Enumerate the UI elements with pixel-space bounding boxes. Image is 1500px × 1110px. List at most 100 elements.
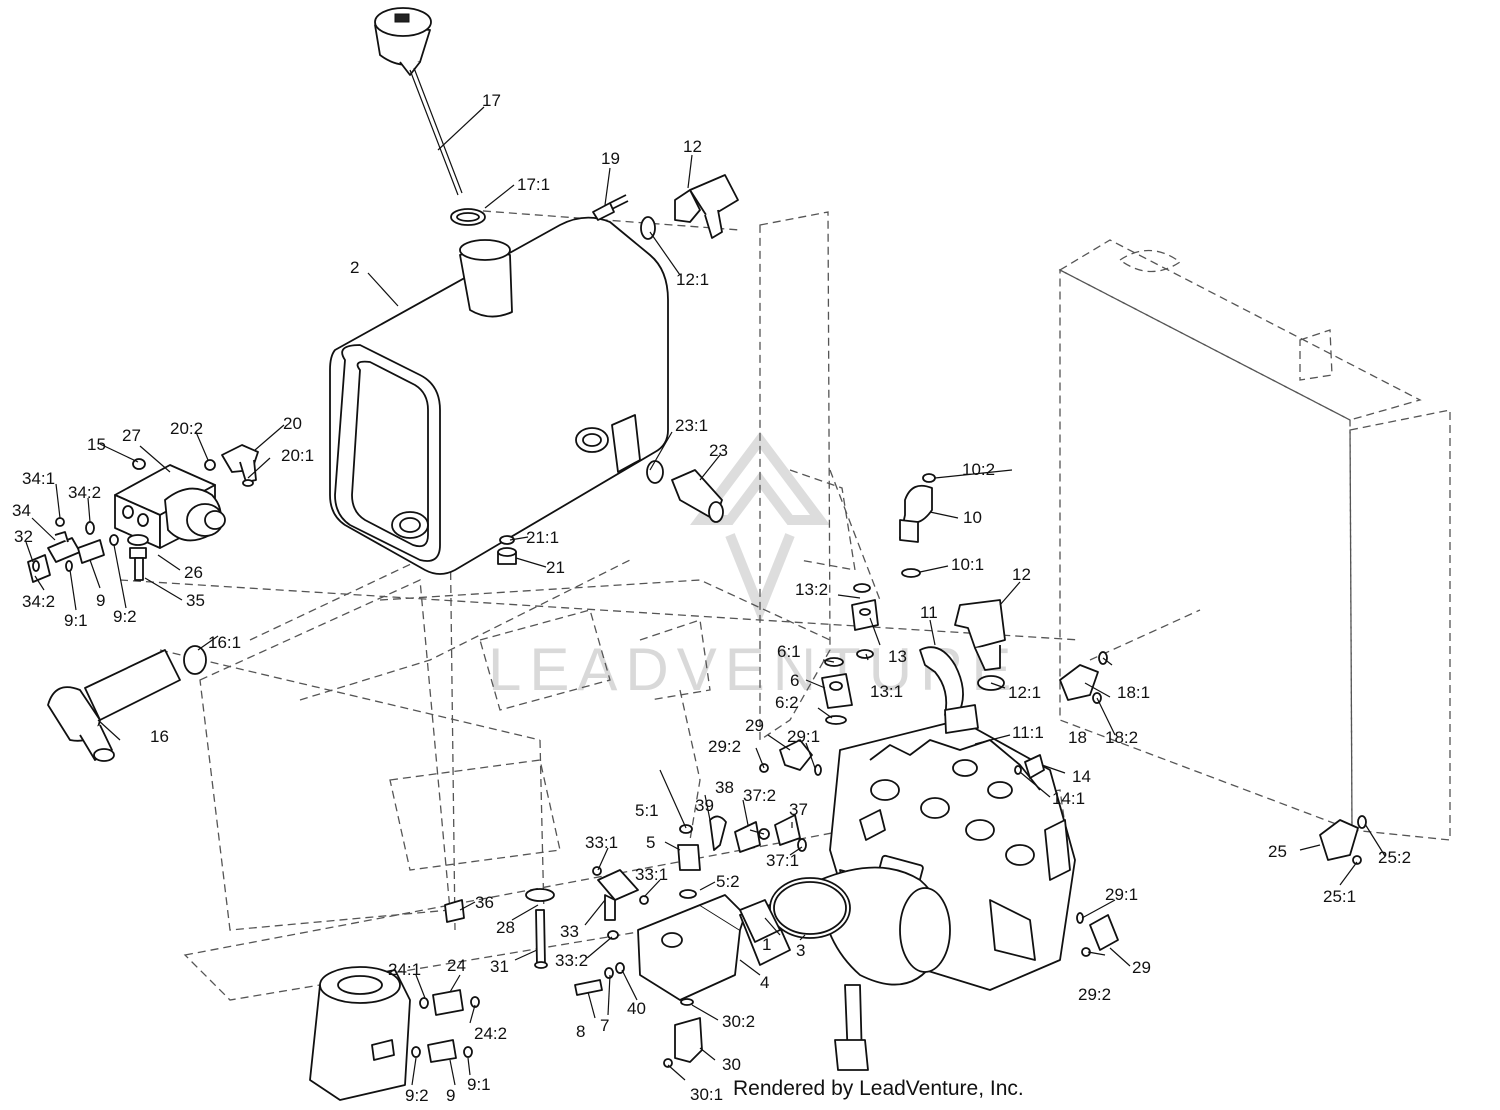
callout-13-1: 13:1 bbox=[870, 682, 903, 701]
upper-fittings bbox=[821, 473, 1006, 734]
bolts bbox=[444, 888, 555, 969]
callout-15: 15 bbox=[87, 435, 106, 454]
callout-30-1: 30:1 bbox=[690, 1085, 723, 1104]
callout-23: 23 bbox=[709, 441, 728, 460]
callout-35: 35 bbox=[186, 591, 205, 610]
callout-10: 10 bbox=[963, 508, 982, 527]
callout-38: 38 bbox=[715, 778, 734, 797]
callout-32: 32 bbox=[14, 527, 33, 546]
callout-20-2: 20:2 bbox=[170, 419, 203, 438]
callout-24-1: 24:1 bbox=[388, 960, 421, 979]
callout-39: 39 bbox=[695, 796, 714, 815]
callout-29-left: 29 bbox=[745, 716, 764, 735]
callout-5: 5 bbox=[646, 833, 655, 852]
callout-27: 27 bbox=[122, 426, 141, 445]
elbow-25 bbox=[1319, 815, 1367, 865]
callout-37-2: 37:2 bbox=[743, 786, 776, 805]
callout-37: 37 bbox=[789, 800, 808, 819]
callout-16-1: 16:1 bbox=[208, 633, 241, 652]
callout-12-1-top: 12:1 bbox=[676, 270, 709, 289]
callout-9-2-top: 9:2 bbox=[113, 607, 137, 626]
callout-30-2: 30:2 bbox=[722, 1012, 755, 1031]
leader-lines bbox=[25, 106, 1386, 1086]
callout-37-1: 37:1 bbox=[766, 851, 799, 870]
middle-fittings bbox=[677, 814, 807, 899]
callout-17-1: 17:1 bbox=[517, 175, 550, 194]
callout-14: 14 bbox=[1072, 767, 1091, 786]
breather-and-sensor bbox=[592, 174, 739, 240]
callout-12-1-right: 12:1 bbox=[1008, 683, 1041, 702]
callout-25: 25 bbox=[1268, 842, 1287, 861]
callout-13-2: 13:2 bbox=[795, 580, 828, 599]
watermark-text: LEADVENTURE bbox=[488, 636, 1019, 703]
callout-23-1: 23:1 bbox=[675, 416, 708, 435]
callout-1: 1 bbox=[762, 935, 771, 954]
callout-34-2-bottom: 34:2 bbox=[22, 592, 55, 611]
callout-29-right: 29 bbox=[1132, 958, 1151, 977]
callout-9-bottom: 9 bbox=[446, 1086, 455, 1105]
callout-21-1: 21:1 bbox=[526, 528, 559, 547]
callout-40: 40 bbox=[627, 999, 646, 1018]
callout-5-2: 5:2 bbox=[716, 872, 740, 891]
callout-11-1: 11:1 bbox=[1012, 723, 1044, 742]
steering-unit bbox=[309, 966, 480, 1101]
fitting-23 bbox=[646, 460, 724, 523]
watermark: LEADVENTURE bbox=[488, 431, 1019, 703]
callout-10-2: 10:2 bbox=[962, 460, 995, 479]
chassis-frame bbox=[119, 209, 1451, 1001]
callout-29-1-left: 29:1 bbox=[787, 727, 820, 746]
callout-20: 20 bbox=[283, 414, 302, 433]
callout-34-1: 34:1 bbox=[22, 469, 55, 488]
callout-34-2-top: 34:2 bbox=[68, 483, 101, 502]
callout-labels: 1 2 3 4 5 5:1 5:2 6 6:1 6:2 7 8 9 9:1 9:… bbox=[12, 91, 1411, 1105]
callout-36: 36 bbox=[475, 893, 494, 912]
left-fittings bbox=[27, 517, 119, 583]
callout-16: 16 bbox=[150, 727, 169, 746]
callout-24-2: 24:2 bbox=[474, 1024, 507, 1043]
callout-9-1-top: 9:1 bbox=[64, 611, 88, 630]
callout-33-1-right: 33:1 bbox=[635, 865, 668, 884]
callout-20-1: 20:1 bbox=[281, 446, 314, 465]
callout-24: 24 bbox=[447, 956, 466, 975]
callout-3: 3 bbox=[796, 941, 805, 960]
callout-28: 28 bbox=[496, 918, 515, 937]
credit-text: Rendered by LeadVenture, Inc. bbox=[733, 1077, 1024, 1100]
valve-block bbox=[114, 458, 226, 581]
hydraulic-tank bbox=[329, 216, 669, 575]
callout-33-2: 33:2 bbox=[555, 951, 588, 970]
callout-12-top: 12 bbox=[683, 137, 702, 156]
callout-34: 34 bbox=[12, 501, 31, 520]
callout-11: 11 bbox=[920, 603, 938, 622]
callout-18-2: 18:2 bbox=[1105, 728, 1138, 747]
callout-9-2-bottom: 9:2 bbox=[405, 1086, 429, 1105]
callout-26: 26 bbox=[184, 563, 203, 582]
callout-2: 2 bbox=[350, 258, 359, 277]
callout-31: 31 bbox=[490, 957, 509, 976]
callout-9-top: 9 bbox=[96, 591, 105, 610]
callout-4: 4 bbox=[760, 973, 769, 992]
callout-29-1-right: 29:1 bbox=[1105, 885, 1138, 904]
callout-19: 19 bbox=[601, 149, 620, 168]
callout-29-2-left: 29:2 bbox=[708, 737, 741, 756]
callout-12-right: 12 bbox=[1012, 565, 1031, 584]
callout-18-1: 18:1 bbox=[1117, 683, 1150, 702]
callout-13: 13 bbox=[888, 647, 907, 666]
gear-pump bbox=[574, 877, 851, 1001]
callout-25-2: 25:2 bbox=[1378, 848, 1411, 867]
callout-6: 6 bbox=[790, 671, 799, 690]
callout-9-1-bottom: 9:1 bbox=[467, 1075, 491, 1094]
callout-33-1-left: 33:1 bbox=[585, 833, 618, 852]
callout-21: 21 bbox=[546, 558, 565, 577]
fitting-21 bbox=[497, 535, 517, 565]
callout-5-1: 5:1 bbox=[635, 801, 659, 820]
callout-17: 17 bbox=[482, 91, 501, 110]
callout-18: 18 bbox=[1068, 728, 1087, 747]
fitting-30 bbox=[663, 998, 703, 1068]
tee-33 bbox=[592, 866, 649, 940]
callout-10-1: 10:1 bbox=[951, 555, 984, 574]
side-fittings bbox=[759, 739, 1119, 957]
callout-30: 30 bbox=[722, 1055, 741, 1074]
elbow-16 bbox=[47, 645, 207, 762]
callout-6-2: 6:2 bbox=[775, 693, 799, 712]
elbow-18 bbox=[1059, 651, 1108, 704]
